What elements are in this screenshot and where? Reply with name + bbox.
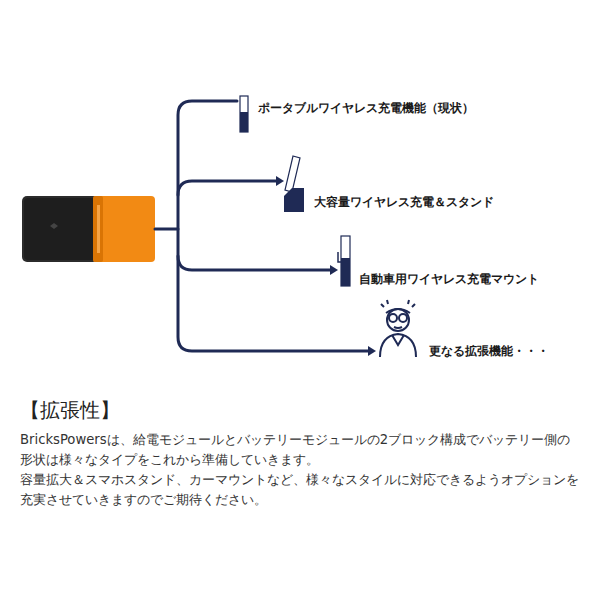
portable-icon xyxy=(240,96,248,132)
branch-label: 自動車用ワイヤレス充電マウント xyxy=(359,271,539,288)
body-text: BricksPowersは、給電モジュールとバッテリーモジュールの2ブロック構成… xyxy=(20,430,580,470)
branch-label: 大容量ワイヤレス充電＆スタンド xyxy=(314,194,494,211)
stand-icon xyxy=(284,156,304,212)
product-illustration xyxy=(22,196,155,262)
branch-label: 更なる拡張機能・・・ xyxy=(429,343,549,360)
body-text: 容量拡大＆スマホスタンド、カーマウントなど、様々なスタイルに対応できるようオプシ… xyxy=(20,470,580,510)
scientist-icon xyxy=(380,300,416,357)
section-title: 【拡張性】 xyxy=(20,397,120,424)
branch-label: ポータブルワイヤレス充電機能（現状） xyxy=(258,100,474,117)
car-mount-icon xyxy=(338,236,350,286)
branch-lines xyxy=(155,101,368,351)
